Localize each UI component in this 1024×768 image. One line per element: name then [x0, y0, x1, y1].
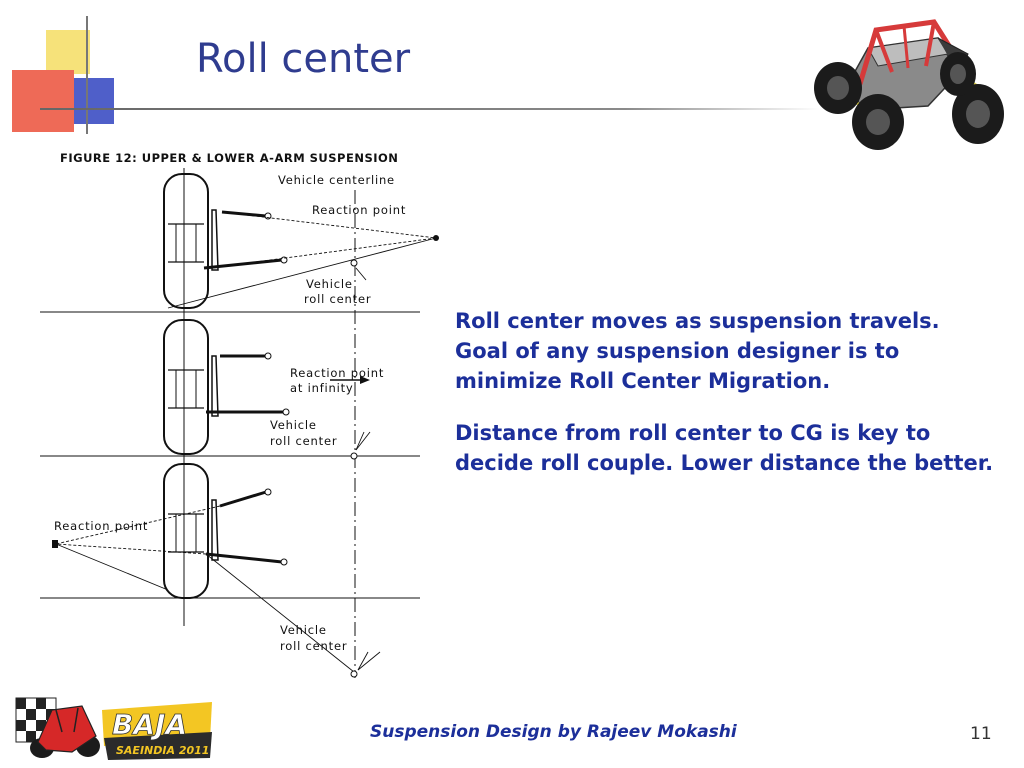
baja-logo: BAJA SAEINDIA 2011	[12, 688, 214, 762]
suspension-figure: FIGURE 12: UPPER & LOWER A-ARM SUSPENSIO…	[40, 151, 439, 678]
decor-square-yellow	[46, 30, 90, 74]
panel-2: Reaction point at infinity Vehicle roll …	[40, 316, 420, 460]
logo-baja-text: BAJA	[112, 708, 187, 741]
slide-title: Roll center	[196, 36, 411, 82]
body-text: Roll center moves as suspension travels.…	[455, 306, 995, 500]
label-reaction-point-3: Reaction point	[54, 519, 148, 533]
label-vehicle-1: Vehicle	[306, 277, 353, 291]
footer-text: Suspension Design by Rajeev Mokashi	[370, 722, 737, 742]
label-vehicle-3: Vehicle	[280, 623, 327, 637]
label-reaction-point-1: Reaction point	[312, 203, 406, 217]
title-underline	[40, 108, 820, 110]
buggy-image	[814, 19, 1004, 150]
paragraph-roll-center-migration: Roll center moves as suspension travels.…	[455, 309, 940, 393]
label-reaction-point-2: Reaction point	[290, 366, 384, 380]
label-vehicle-centerline: Vehicle centerline	[278, 173, 395, 187]
label-roll-center-3: roll center	[280, 639, 347, 653]
figure-caption: FIGURE 12: UPPER & LOWER A-ARM SUSPENSIO…	[60, 151, 398, 165]
logo-saeindia-text: SAEINDIA 2011	[116, 744, 209, 757]
label-at-infinity: at infinity	[290, 381, 354, 395]
label-vehicle-2: Vehicle	[270, 418, 317, 432]
panel-3: Reaction point Vehicle roll center	[40, 460, 420, 678]
paragraph-roll-couple: Distance from roll center to CG is key t…	[455, 421, 994, 475]
decor-square-blue	[74, 78, 114, 124]
label-roll-center-1: roll center	[304, 292, 371, 306]
page-number: 11	[970, 724, 992, 744]
red-buggy-icon	[30, 705, 100, 758]
decor-vertical-line	[86, 16, 88, 134]
decor-square-red	[12, 70, 74, 132]
label-roll-center-2: roll center	[270, 434, 337, 448]
panel-1: Vehicle centerline Reaction point Vehicl…	[40, 168, 439, 316]
